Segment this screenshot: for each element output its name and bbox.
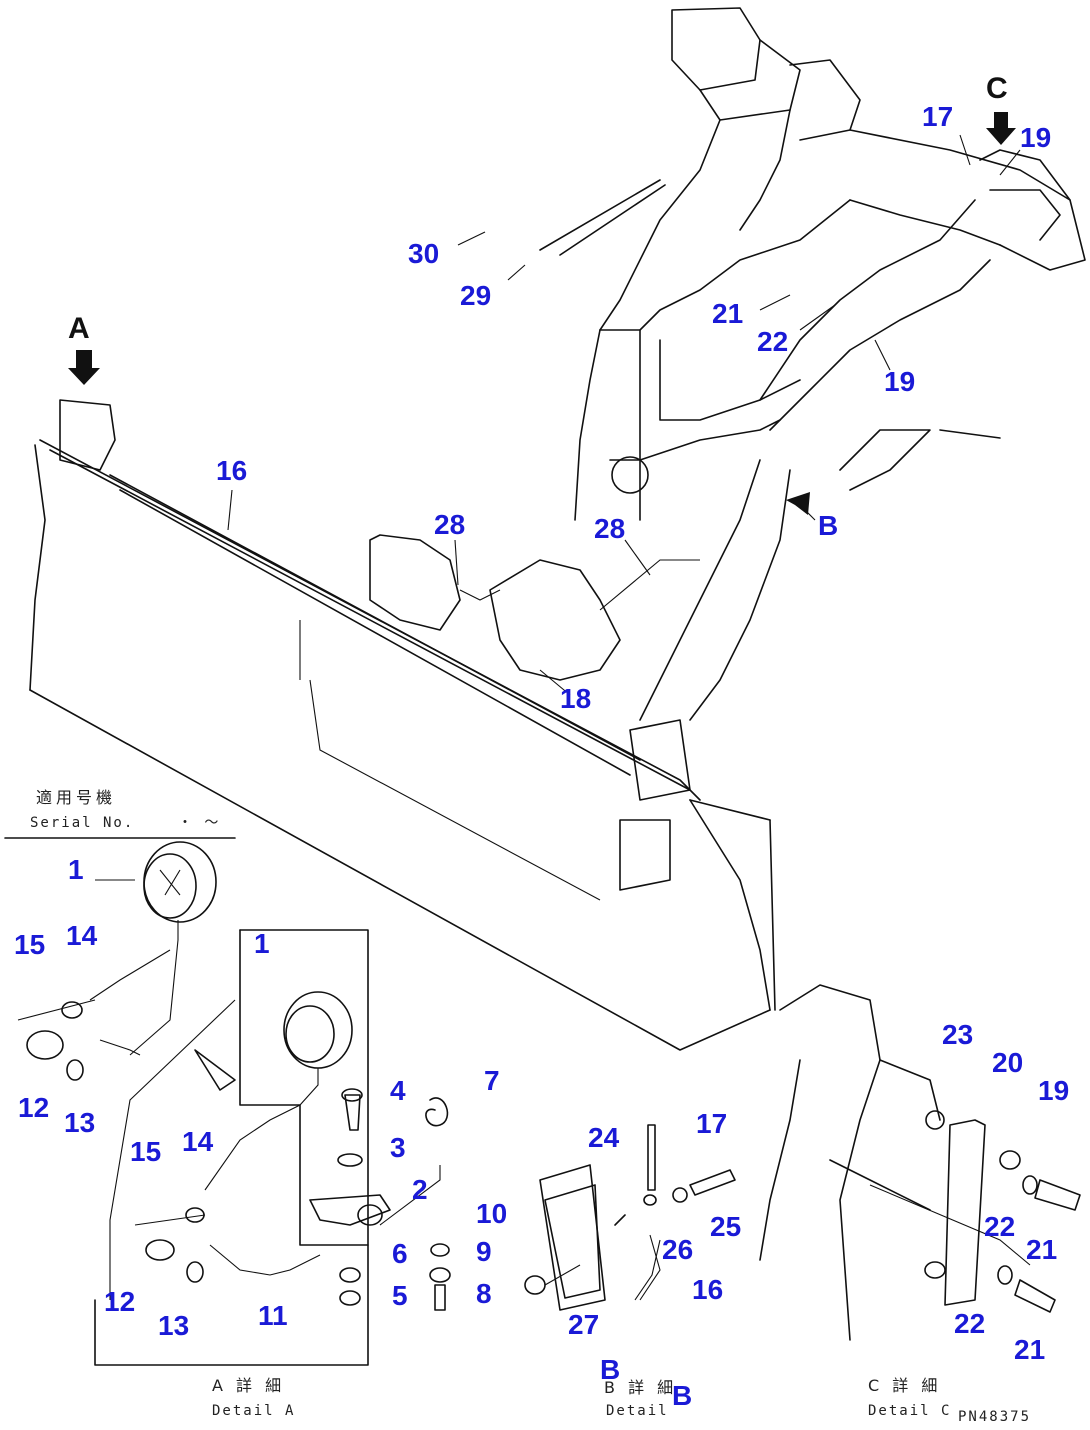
detail-b-callout-26: 26	[662, 1234, 694, 1265]
detail-b-linework	[524, 1124, 736, 1311]
detail-a-callout-6: 6	[392, 1238, 408, 1269]
detail-a-callout-12: 12	[18, 1092, 50, 1123]
callout-19: 19	[1020, 122, 1052, 153]
detail-b-caption-en: Detail	[606, 1403, 669, 1419]
detail-a-linework	[17, 841, 451, 1366]
detail-c-caption-en: Detail C	[868, 1403, 952, 1419]
callout-17: 17	[922, 101, 954, 132]
detail-c-callout-21b: 21	[1014, 1334, 1046, 1365]
blade-linework	[29, 399, 776, 1051]
detail-b-caption-jp: B 詳 細	[604, 1378, 678, 1397]
detail-a-callout-14b: 14	[182, 1126, 214, 1157]
detail-a-callout-10: 10	[476, 1198, 508, 1229]
serial-title-en: Serial No.	[30, 815, 135, 831]
callout-19b: 19	[884, 366, 916, 397]
detail-c-callout-20: 20	[992, 1047, 1024, 1078]
detail-b-callout-17: 17	[696, 1108, 728, 1139]
callout-28b: 28	[594, 513, 626, 544]
detail-a-callout-7: 7	[484, 1065, 500, 1096]
detail-a-caption-en: Detail A	[212, 1403, 296, 1419]
detail-a-callout-1b: 1	[254, 928, 270, 959]
detail-a-callout-13: 13	[64, 1107, 96, 1138]
detail-a-caption-jp: A 詳 細	[212, 1376, 286, 1395]
detail-b-callout-24: 24	[588, 1122, 620, 1153]
detail-c-caption-jp: C 詳 細	[868, 1376, 942, 1395]
detail-a-callout-12b: 12	[104, 1286, 136, 1317]
detail-a-callout-13b: 13	[158, 1310, 190, 1341]
harness-linework	[369, 534, 700, 681]
detail-a-callout-4: 4	[390, 1075, 406, 1106]
detail-a-callout-1: 1	[68, 854, 84, 885]
callout-30: 30	[408, 238, 440, 269]
main-leader-lines	[227, 134, 1021, 696]
detail-a-callout-8: 8	[476, 1278, 492, 1309]
detail-b-letter-right: B	[672, 1380, 693, 1411]
callout-22: 22	[757, 326, 789, 357]
detail-c-linework	[759, 984, 1081, 1341]
detail-a-callout-3: 3	[390, 1132, 406, 1163]
detail-a-callout-14: 14	[66, 920, 98, 951]
serial-range: ・ ～	[178, 815, 221, 831]
detail-a-callout-11: 11	[258, 1300, 288, 1331]
detail-c-callout-22: 22	[984, 1211, 1016, 1242]
frame-linework	[539, 7, 1086, 721]
view-marker-c: C	[986, 72, 1008, 105]
detail-b-callout-27: 27	[568, 1309, 600, 1340]
callout-29: 29	[460, 280, 492, 311]
detail-b-letter-left: B	[600, 1354, 621, 1385]
detail-b-callout-16: 16	[692, 1274, 724, 1305]
callout-21: 21	[712, 298, 744, 329]
drawing-code: PN48375	[958, 1409, 1032, 1425]
detail-c-callout-23: 23	[942, 1019, 974, 1050]
detail-c-callout-22b: 22	[954, 1308, 986, 1339]
callout-18: 18	[560, 683, 592, 714]
callout-16: 16	[216, 455, 248, 486]
detail-c-callout-21: 21	[1026, 1234, 1058, 1265]
callout-28: 28	[434, 509, 466, 540]
detail-a-callout-15b: 15	[130, 1136, 162, 1167]
detail-a-callout-9: 9	[476, 1236, 492, 1267]
detail-a-callout-5: 5	[392, 1280, 408, 1311]
view-arrows	[68, 112, 1016, 515]
detail-a-callout-2: 2	[412, 1174, 428, 1205]
serial-title-jp: 適用号機	[36, 788, 117, 807]
detail-c-callout-19: 19	[1038, 1075, 1070, 1106]
view-marker-a: A	[68, 312, 90, 345]
detail-a-callout-15: 15	[14, 929, 46, 960]
detail-b-callout-25: 25	[710, 1211, 742, 1242]
view-marker-b: B	[818, 510, 839, 541]
